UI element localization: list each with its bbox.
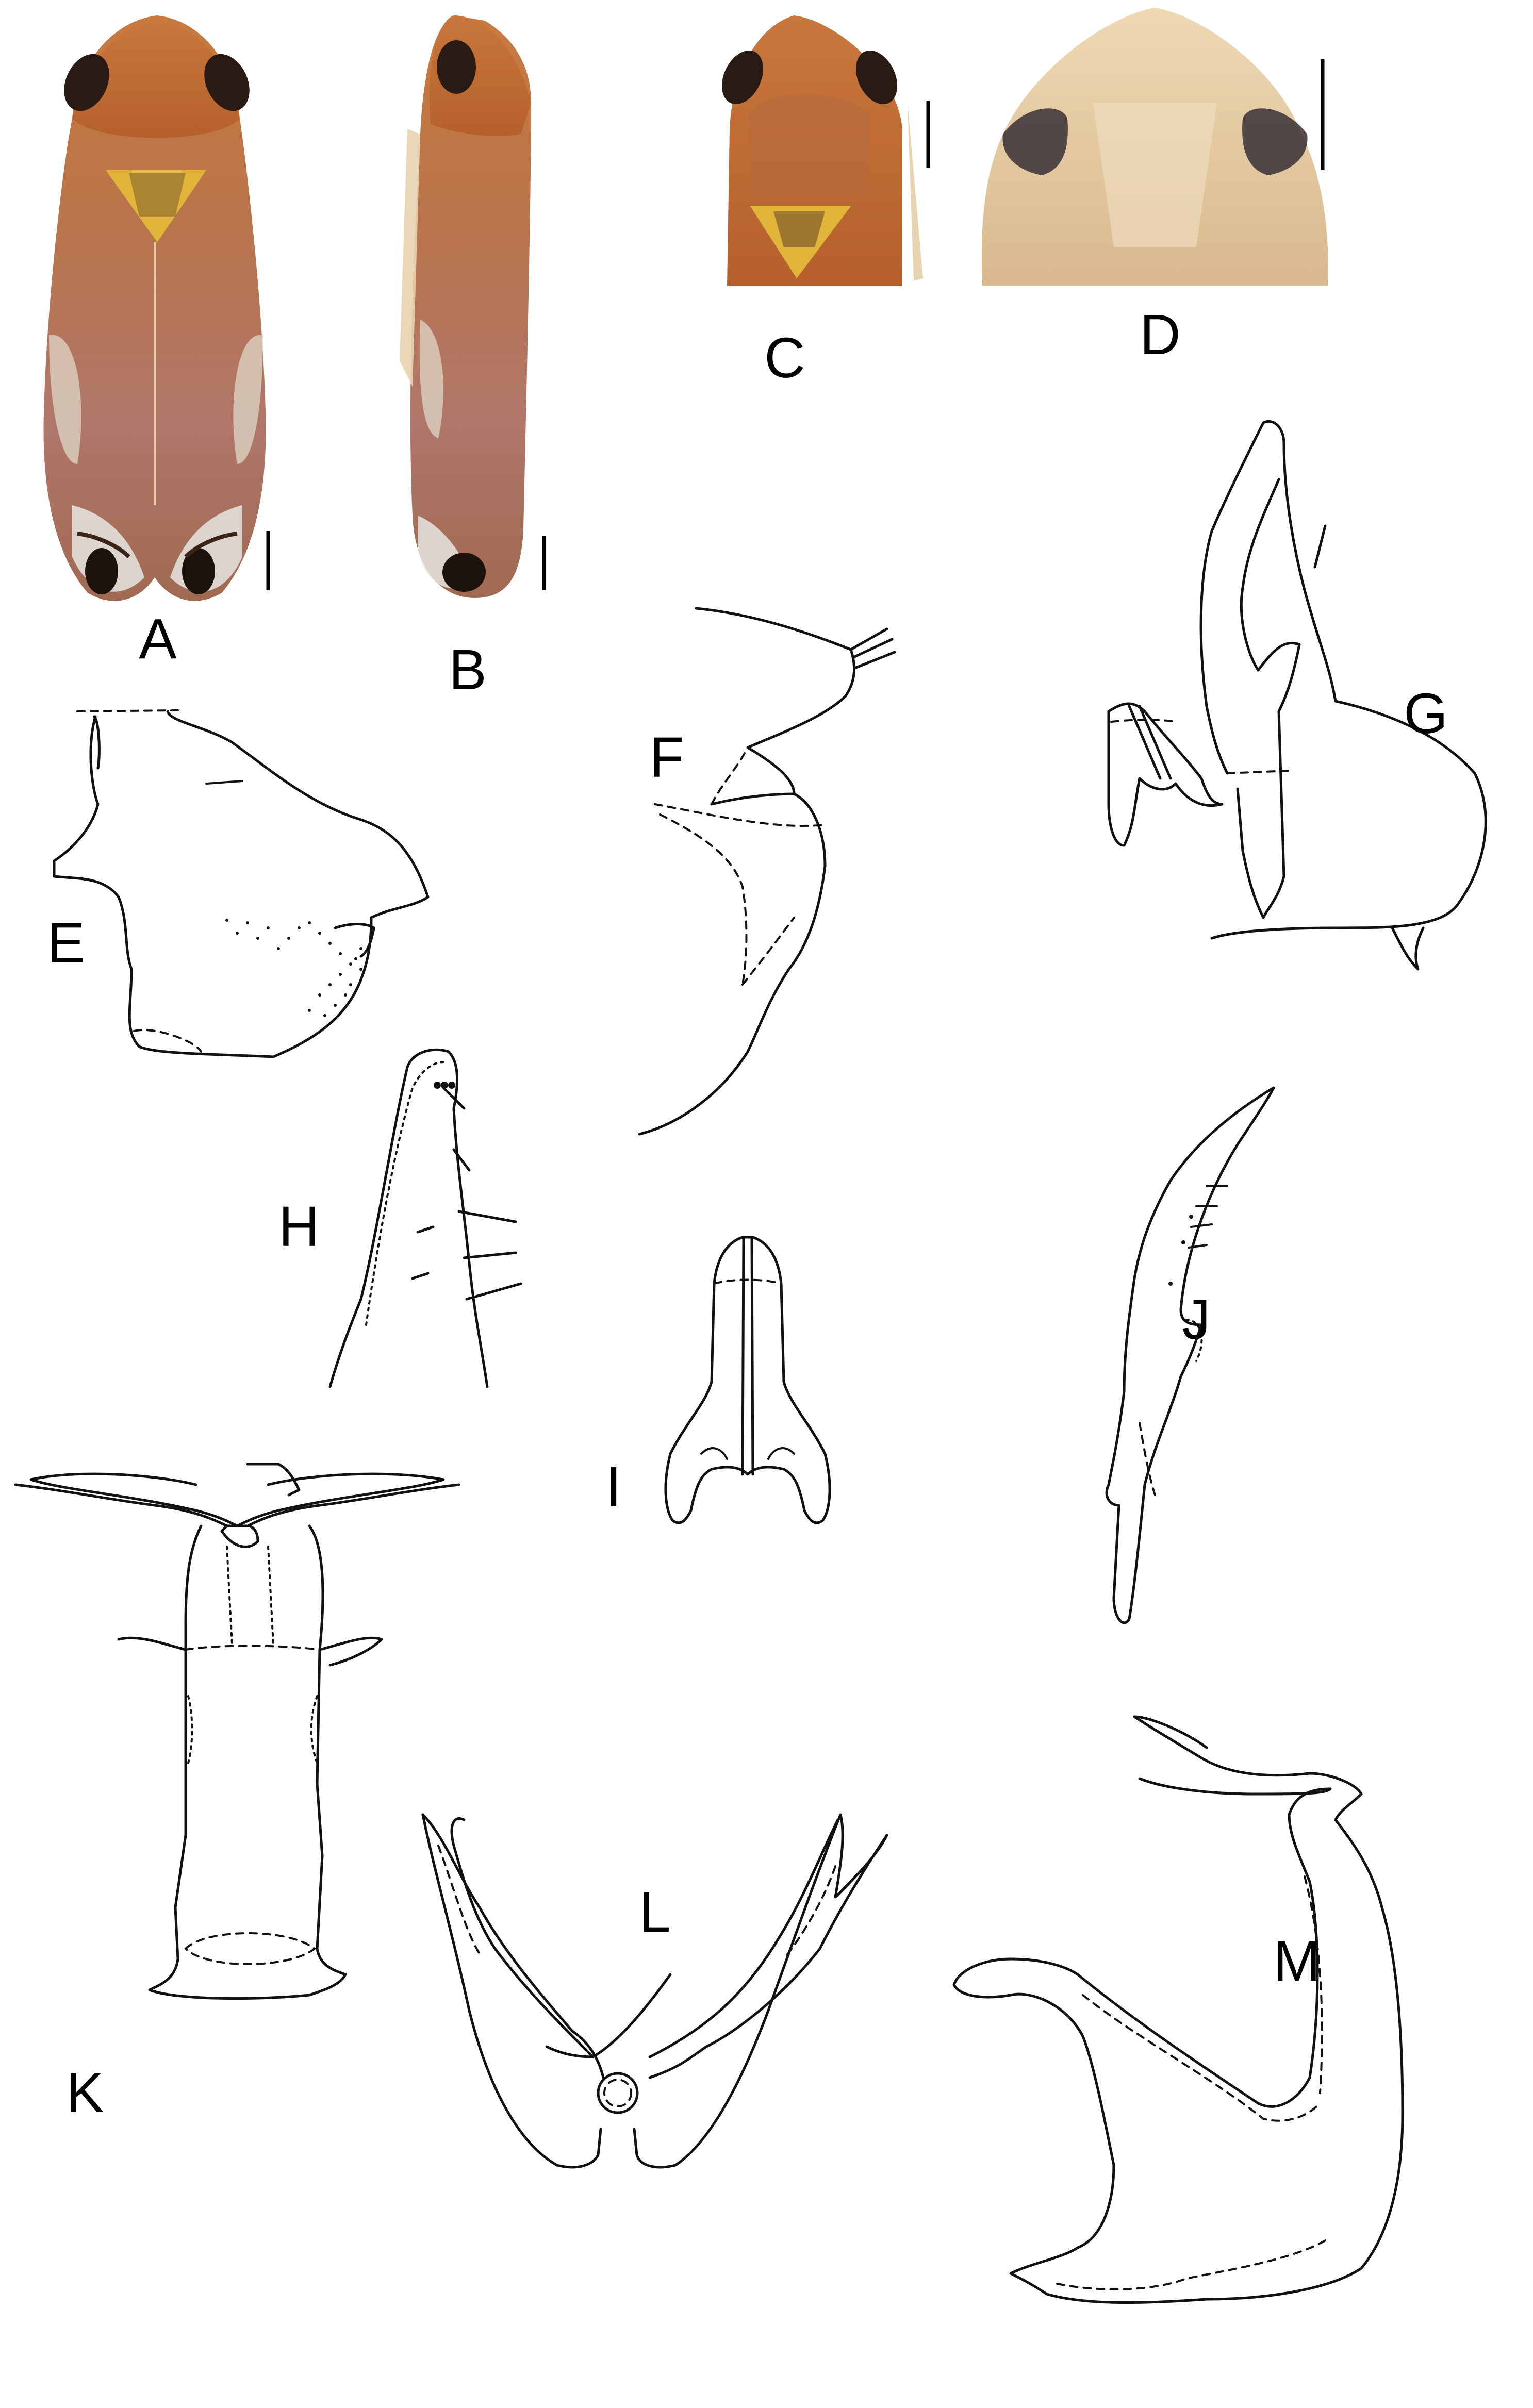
panel-label-k: K (66, 2061, 104, 2124)
panel-label-b: B (449, 638, 487, 702)
panel-e-drawing (53, 709, 430, 1058)
panel-l-drawing (421, 1813, 888, 2169)
panel-label-d: D (1140, 303, 1181, 367)
panel-g-drawing (1107, 420, 1487, 971)
panel-label-i: I (605, 1455, 622, 1519)
panel-a-photo (43, 15, 266, 601)
panel-label-g: G (1404, 682, 1448, 745)
panel-k-drawing (14, 1463, 460, 2000)
panel-label-h: H (278, 1195, 320, 1258)
panel-label-f: F (649, 726, 684, 789)
panel-j-drawing (1105, 1086, 1275, 1624)
panel-label-c: C (764, 326, 805, 390)
panel-m-drawing (952, 1715, 1404, 2304)
stipple-pattern (225, 919, 362, 1017)
panel-b-photo (400, 15, 531, 598)
panel-label-m: M (1273, 1930, 1321, 1993)
panel-i-drawing (664, 1236, 831, 1524)
panel-label-a: A (139, 607, 177, 671)
panel-label-j: J (1182, 1288, 1211, 1351)
panel-c-photo (721, 15, 923, 286)
panel-d-photo (981, 8, 1328, 286)
panel-label-l: L (639, 1881, 671, 1944)
panel-label-e: E (47, 911, 85, 975)
panel-h-drawing (328, 1048, 522, 1388)
panel-f-drawing (638, 607, 896, 1136)
